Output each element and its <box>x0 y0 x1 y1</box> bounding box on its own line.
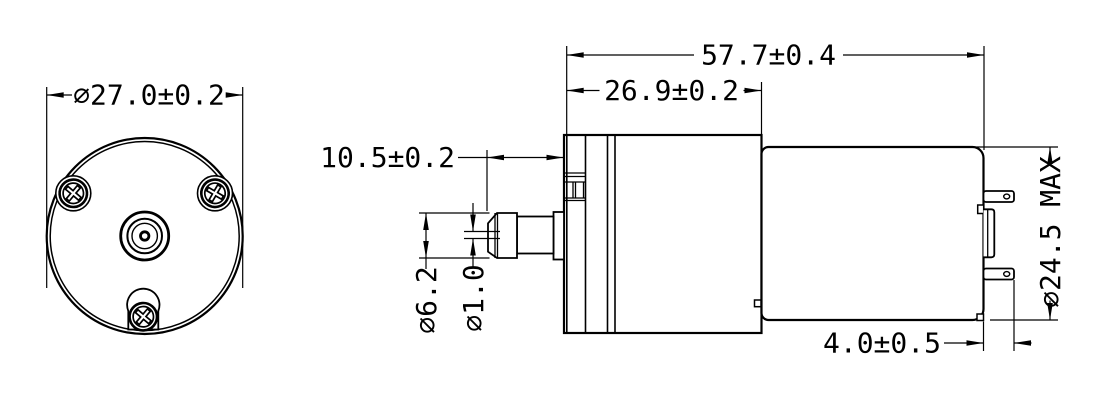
side-view: 57.7±0.4 26.9±0.2 10.5±0.2 ⌀6.2 <box>320 39 1067 360</box>
shaft-boss <box>552 211 565 261</box>
shaft-cylinder <box>516 215 555 255</box>
dim-shaft-tip-diameter: ⌀1.0 <box>457 203 490 332</box>
dim-collar-diameter: ⌀6.2 <box>410 212 490 334</box>
output-shaft <box>464 211 565 261</box>
can-crimp-tab-left <box>753 299 762 308</box>
gearbox-length-label: 26.9±0.2 <box>604 74 739 107</box>
screw-top-right <box>200 178 230 209</box>
phillips-cross-icon <box>64 184 83 203</box>
shaft-tip-circle <box>139 230 151 242</box>
terminal-hole <box>1003 193 1011 200</box>
dim-terminal-length: 4.0±0.5 <box>823 280 1032 360</box>
dim-front-diameter: ⌀27.0±0.2 <box>46 79 244 288</box>
terminal-upper <box>982 190 1015 203</box>
dim-total-length: 57.7±0.4 <box>566 39 985 150</box>
dim-shaft-length: 10.5±0.2 <box>320 141 564 211</box>
shaft-length-label: 10.5±0.2 <box>320 141 455 174</box>
dim-gearbox-length: 26.9±0.2 <box>566 74 763 135</box>
front-view: ⌀27.0±0.2 <box>45 79 244 336</box>
motor-can <box>760 145 985 322</box>
shaft-collar <box>487 212 518 259</box>
collar-diameter-label: ⌀6.2 <box>410 266 443 333</box>
screw-top-left <box>58 178 89 209</box>
can-crimp-tab-right <box>976 313 985 322</box>
total-length-label: 57.7±0.4 <box>701 39 836 72</box>
terminal-lower <box>982 267 1015 281</box>
screw-bottom <box>128 301 159 332</box>
terminal-length-label: 4.0±0.5 <box>823 327 941 360</box>
phillips-cross-icon <box>205 183 225 203</box>
gearbox-mount-tab <box>564 172 586 202</box>
endcap-brush-bump <box>976 204 996 259</box>
shaft-tip-diameter-label: ⌀1.0 <box>457 264 490 331</box>
dim-motor-diameter: ⌀24.5 MAX <box>973 146 1067 321</box>
phillips-cross-icon <box>134 307 153 326</box>
motor-body <box>753 145 1015 322</box>
motor-diameter-label: ⌀24.5 MAX <box>1034 156 1067 308</box>
gearbox-housing <box>562 133 763 335</box>
front-diameter-label: ⌀27.0±0.2 <box>73 79 225 112</box>
terminal-hole <box>1003 270 1011 278</box>
center-hub <box>119 210 171 262</box>
